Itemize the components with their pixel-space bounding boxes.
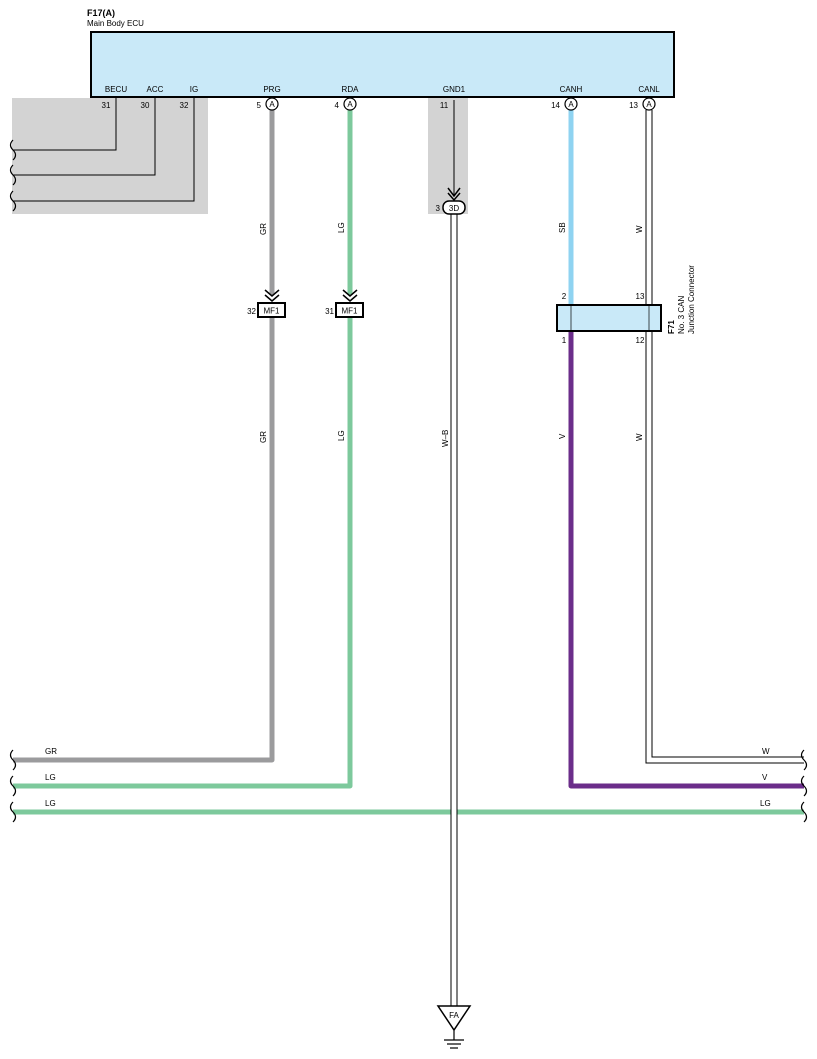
ground-point-fa: FA (436, 1005, 472, 1049)
wire-label-canl-top: W (635, 225, 644, 233)
wire-label-canl-mid: W (635, 433, 644, 441)
wire-label-prg-top: GR (259, 223, 268, 235)
junction-pin-out-left: 1 (562, 336, 567, 345)
wire-label-bus-gr: GR (45, 747, 57, 756)
wire-becu (13, 97, 117, 151)
pin-label-rda: RDA (342, 85, 360, 94)
pin-label-prg: PRG (263, 85, 280, 94)
ground-shade-area (428, 98, 468, 214)
mf1-connector-rda: MF1 (335, 289, 364, 318)
svg-text:A: A (269, 100, 275, 109)
mf1-pin-rda: 31 (325, 307, 334, 316)
wire-label-rda-mid: LG (337, 430, 346, 441)
svg-text:A: A (347, 100, 353, 109)
wire-prg-lower (13, 318, 275, 763)
wire-label-bus-w: W (762, 747, 770, 756)
junction-pin-out-right: 12 (636, 336, 645, 345)
wire-ig (13, 97, 195, 202)
ground-splice-pin: 3 (436, 204, 441, 213)
connector-circle-canh: A (564, 97, 578, 111)
ground-splice-connector: 3D (442, 187, 466, 215)
connector-circle-prg: A (265, 97, 279, 111)
pin-label-ig: IG (190, 85, 198, 94)
junction-name-line2: Junction Connector (687, 265, 696, 334)
main-body-ecu-box (90, 31, 675, 98)
pin-number-canh: 14 (551, 101, 560, 110)
svg-text:MF1: MF1 (264, 307, 281, 316)
ecu-name: Main Body ECU (87, 19, 144, 28)
junction-name-line1: No. 3 CAN (677, 296, 686, 334)
wire-label-canh-mid: V (558, 433, 567, 439)
junction-code: F71 (667, 320, 676, 334)
wire-rda-lower (13, 318, 353, 789)
svg-text:MF1: MF1 (342, 307, 359, 316)
wire-break-marks-left (9, 139, 17, 823)
wire-w-b (450, 213, 458, 1007)
can-junction-connector (556, 304, 662, 332)
pin-number-canl: 13 (629, 101, 638, 110)
pin-number-becu: 31 (102, 101, 111, 110)
wire-canh-lower (568, 331, 804, 789)
ecu-code: F17(A) (87, 8, 115, 18)
wire-canl (645, 110, 804, 764)
pin-label-canl: CANL (638, 85, 660, 94)
wire-label-bus-lg2-right: LG (760, 799, 771, 808)
pin-label-becu: BECU (105, 85, 127, 94)
wire-label-bus-lg1: LG (45, 773, 56, 782)
pin-label-acc: ACC (147, 85, 164, 94)
wire-label-bus-v: V (762, 773, 768, 782)
pin-number-acc: 30 (141, 101, 150, 110)
mf1-pin-prg: 32 (247, 307, 256, 316)
svg-text:FA: FA (449, 1011, 459, 1020)
wire-label-canh-top: SB (558, 222, 567, 233)
wire-break-marks-right (800, 749, 808, 823)
connector-circle-canl: A (642, 97, 656, 111)
pin-number-prg: 5 (257, 101, 262, 110)
pin-label-gnd1: GND1 (443, 85, 466, 94)
pin-number-rda: 4 (335, 101, 340, 110)
svg-text:A: A (646, 100, 652, 109)
junction-pin-in-left: 2 (562, 292, 567, 301)
wire-label-bus-lg2-left: LG (45, 799, 56, 808)
pin-number-gnd1: 11 (440, 101, 449, 110)
pin-number-ig: 32 (180, 101, 189, 110)
wire-acc (13, 97, 156, 176)
connector-circle-rda: A (343, 97, 357, 111)
power-shade-area (12, 98, 208, 214)
wire-label-rda-top: LG (337, 222, 346, 233)
wire-label-prg-mid: GR (259, 431, 268, 443)
wire-label-gnd: W–B (441, 430, 450, 447)
junction-pin-in-right: 13 (636, 292, 645, 301)
mf1-connector-prg: MF1 (257, 289, 286, 318)
pin-label-canh: CANH (560, 85, 583, 94)
svg-text:A: A (568, 100, 574, 109)
svg-text:3D: 3D (449, 204, 459, 213)
